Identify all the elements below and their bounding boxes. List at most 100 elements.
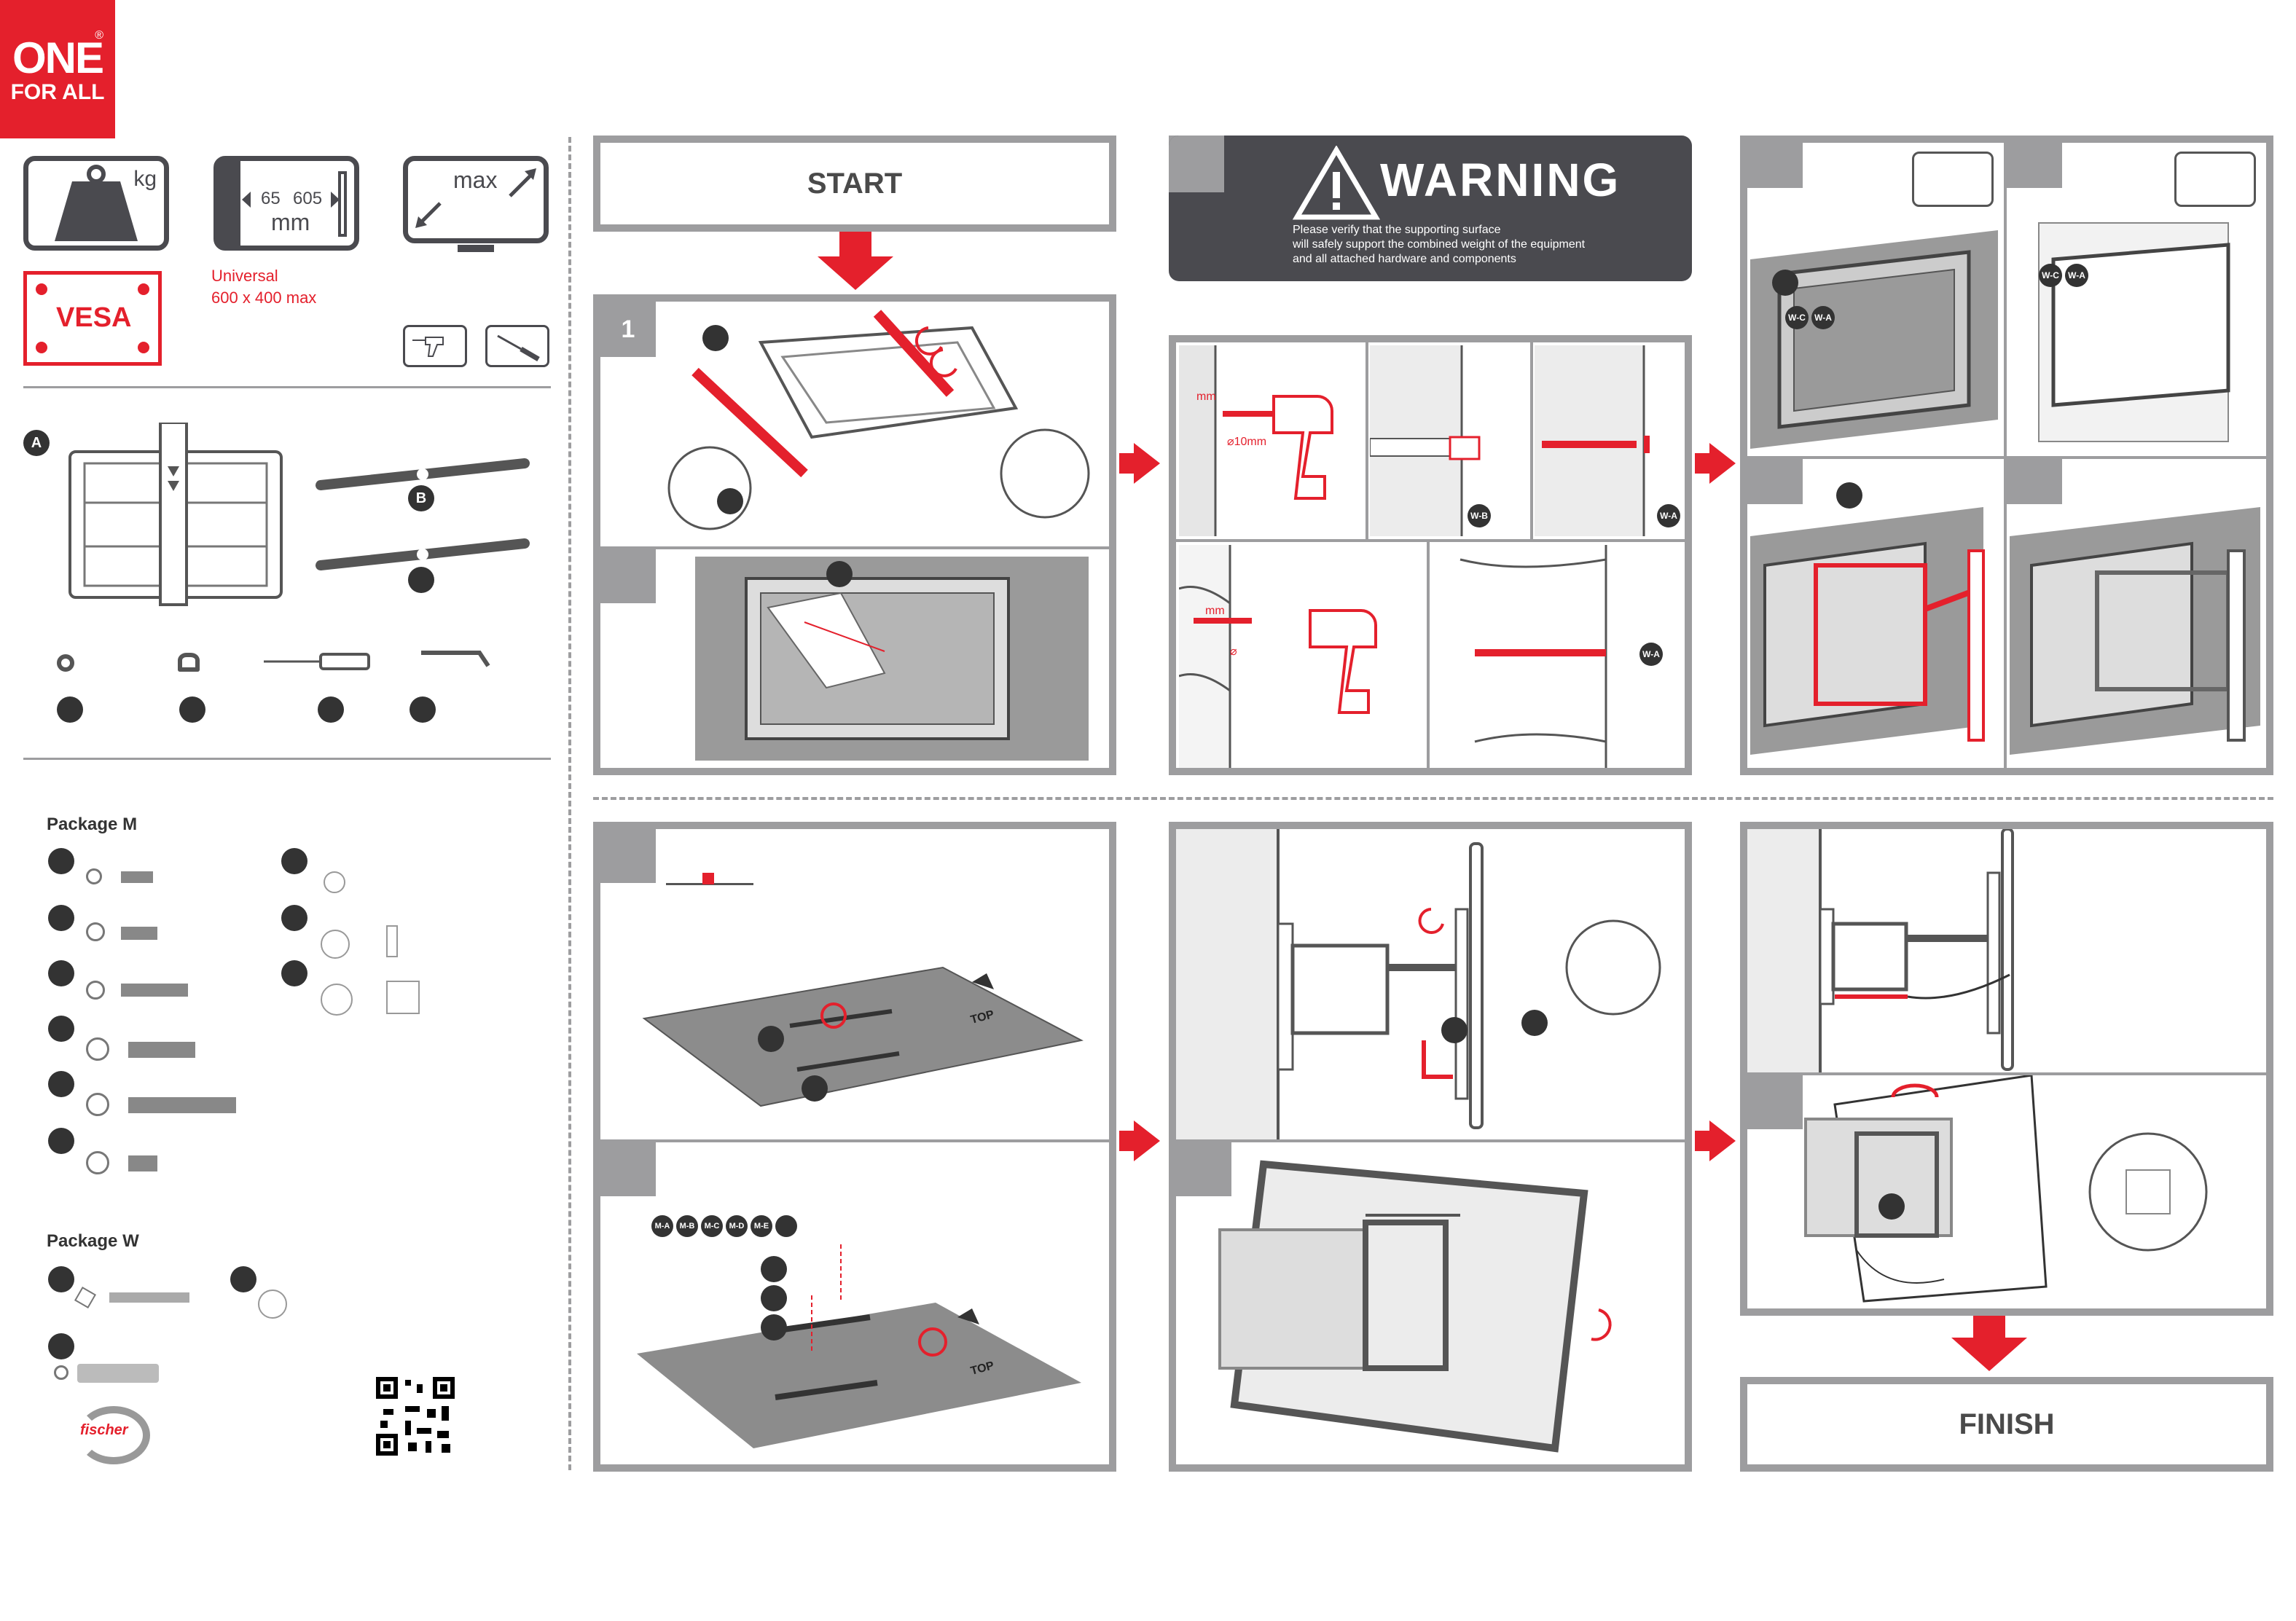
washer-icon bbox=[57, 654, 74, 672]
drill-concrete-drawing bbox=[1179, 345, 1333, 536]
warning-icon bbox=[1293, 146, 1380, 220]
drill-diameter: ⌀10mm bbox=[1227, 436, 1267, 448]
depth-min: 65 bbox=[261, 189, 281, 208]
finish-arrow-stem bbox=[1973, 1316, 2005, 1339]
warning-line3: and all attached hardware and components bbox=[1293, 253, 1516, 265]
brand-reg: ® bbox=[95, 29, 103, 42]
warning-text: Please verify that the supporting surfac… bbox=[1293, 223, 1585, 267]
drill-panel: mm ⌀10mm W-B W-A mm ⌀ W-A bbox=[1169, 335, 1692, 775]
drill-tool-icon bbox=[403, 325, 467, 367]
next-arrow-icon bbox=[1134, 1120, 1160, 1161]
wood-diameter: ⌀ bbox=[1230, 645, 1237, 658]
next-arrow-icon bbox=[1709, 1120, 1736, 1161]
tv-on-arm-side-drawing bbox=[1176, 829, 1661, 1139]
cable-management-drawing bbox=[1804, 1075, 2208, 1303]
vesa-universal: Universal bbox=[211, 267, 278, 285]
screw-ma-badge bbox=[48, 848, 74, 874]
drill-hex-icon bbox=[1912, 152, 1994, 207]
screw-mc-chip: M-C bbox=[701, 1215, 723, 1237]
tv-tilt-drawing bbox=[1218, 1160, 1612, 1453]
anchor-badge bbox=[48, 1333, 74, 1359]
mount-plate-drawing bbox=[68, 423, 283, 606]
screw-badges: M-A M-B M-C M-D M-E bbox=[651, 1215, 797, 1237]
part-a-badge: A bbox=[23, 430, 50, 456]
package-m-title: Package M bbox=[47, 815, 138, 834]
warning-line2: will safely support the combined weight … bbox=[1293, 238, 1586, 251]
bracket-b-drawing bbox=[316, 458, 530, 570]
arm-attach-drawing bbox=[1750, 507, 1985, 755]
wall-washer-badge bbox=[230, 1266, 256, 1292]
next-arrow-icon bbox=[1709, 443, 1736, 484]
drywall-plate-drawing bbox=[2038, 222, 2230, 442]
depth-unit: mm bbox=[271, 209, 310, 235]
fischer-logo: fischer bbox=[77, 1406, 157, 1464]
weight-icon: kg bbox=[23, 156, 169, 251]
screw-md-chip: M-D bbox=[726, 1215, 748, 1237]
screw-ma-chip: M-A bbox=[651, 1215, 673, 1237]
warning-title: WARNING bbox=[1380, 154, 1621, 206]
wa-badge: W-A bbox=[1657, 504, 1680, 527]
vesa-label: VESA bbox=[56, 302, 132, 333]
screw-mb-badge bbox=[48, 905, 74, 931]
drill-wood-drawing bbox=[1179, 545, 1377, 768]
hang-tv-panel bbox=[1169, 822, 1692, 1472]
part-b-badge: B bbox=[408, 485, 434, 511]
anchor-insert-drawing bbox=[1370, 345, 1481, 536]
arrow-stem bbox=[1695, 1131, 1711, 1151]
start-header: START bbox=[593, 136, 1116, 232]
brand-logo: ONE FOR ALL ® bbox=[0, 0, 115, 138]
tv-bracket-attach-drawing bbox=[637, 1244, 1081, 1448]
next-arrow-icon bbox=[1134, 443, 1160, 484]
hex-key-icon bbox=[421, 651, 490, 667]
hardware-2-badge bbox=[179, 696, 205, 723]
wb-badge: W-B bbox=[1468, 504, 1491, 527]
screw-me-badge bbox=[48, 1071, 74, 1097]
finish-header: FINISH bbox=[1740, 1377, 2273, 1472]
tv-back-drawing bbox=[642, 966, 1084, 1107]
screw-mf-badge bbox=[48, 1128, 74, 1154]
screwdriver-tool-icon bbox=[485, 325, 549, 367]
start-arrow-stem bbox=[839, 232, 871, 258]
wa-badge: W-A bbox=[2065, 264, 2088, 287]
arm-mounted-drawing bbox=[2010, 507, 2260, 755]
brand-line2: FOR ALL bbox=[10, 80, 105, 104]
qr-code[interactable] bbox=[376, 1377, 455, 1456]
divider bbox=[23, 386, 551, 388]
row-separator bbox=[593, 797, 2273, 800]
wa-wood-badge: W-A bbox=[1639, 643, 1663, 666]
screw-md-badge bbox=[48, 1016, 74, 1042]
size-label: max bbox=[453, 167, 498, 193]
depth-max: 605 bbox=[293, 189, 323, 208]
warning-box: WARNING Please verify that the supportin… bbox=[1169, 136, 1692, 281]
hardware-1-badge bbox=[57, 696, 83, 723]
wc-badge: W-C bbox=[2039, 264, 2062, 287]
level-tool-icon bbox=[264, 653, 370, 670]
screw-concrete-drawing bbox=[1535, 345, 1650, 536]
vesa-icon: VESA bbox=[23, 271, 162, 366]
depth-icon: 65 605 mm bbox=[213, 156, 359, 251]
wall-level-drawing bbox=[695, 557, 1089, 761]
washer-3-badge bbox=[281, 960, 307, 986]
wall-mount-panel: W-C W-A W-C W-A bbox=[1740, 136, 2273, 775]
clip-icon bbox=[178, 653, 200, 672]
screen-stand-icon bbox=[458, 245, 494, 252]
screen-size-icon: max bbox=[403, 156, 549, 243]
finish-arrow-icon bbox=[1951, 1338, 2027, 1371]
arrow-stem bbox=[1119, 1131, 1135, 1151]
lag-bolt-badge bbox=[48, 1266, 74, 1292]
divider bbox=[23, 758, 551, 760]
warning-line1: Please verify that the supporting surfac… bbox=[1293, 224, 1501, 236]
wa-badge: W-A bbox=[1811, 306, 1835, 329]
step1-panel: 1 bbox=[593, 294, 1116, 775]
screw-mb-chip: M-B bbox=[676, 1215, 698, 1237]
vesa-max: 600 x 400 max bbox=[211, 289, 317, 307]
step1b-tab bbox=[600, 549, 656, 603]
wall-plate-drawing bbox=[1750, 230, 1998, 449]
package-w-title: Package W bbox=[47, 1231, 139, 1251]
tv-extended-drawing bbox=[1747, 829, 2014, 1072]
wc-badge: W-C bbox=[1785, 306, 1809, 329]
tv-bracket-panel: TOP M-A M-B M-C M-D M-E TOP bbox=[593, 822, 1116, 1472]
brand-line1: ONE bbox=[12, 34, 104, 82]
frame-assembly-drawing bbox=[667, 310, 1090, 530]
wood-depth-mm: mm bbox=[1205, 605, 1225, 617]
